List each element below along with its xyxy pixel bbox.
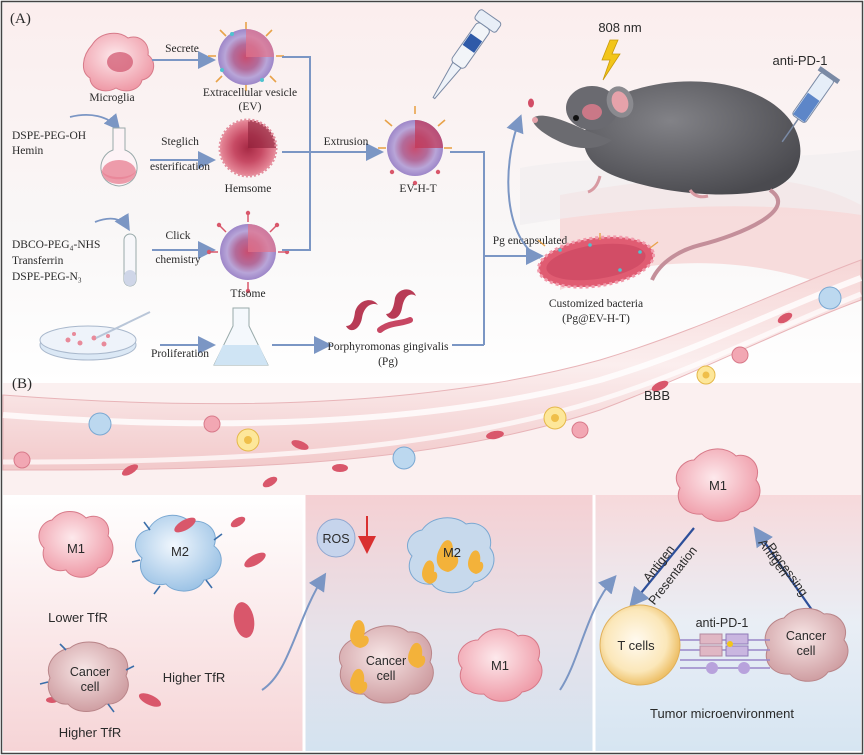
extracellular-vesicle (208, 22, 284, 91)
petri-dish-icon (39, 311, 151, 361)
tube-icon (123, 233, 137, 287)
cancer-mid-line1: Cancer (366, 654, 406, 668)
cancer-cell-left (39, 641, 135, 713)
cancer-left-line1: Cancer (70, 665, 110, 679)
reagents1-line2: Hemin (12, 145, 44, 157)
reagents2-line1: DBCO-PEG₄-NHS (12, 239, 100, 251)
higher-tfr-right-label: Higher TfR (163, 670, 226, 685)
vessel-cells (13, 286, 842, 488)
click-line2: chemistry (155, 254, 201, 266)
cancer-right-line2: cell (797, 644, 816, 658)
pg-label-line2: (Pg) (378, 356, 398, 368)
proliferation-label: Proliferation (151, 348, 209, 360)
t-cell (599, 604, 681, 686)
antigen-processing-arrow (753, 526, 813, 611)
custom-bacteria-line2: (Pg@EV-H-T) (562, 313, 630, 325)
evht-label: EV-H-T (399, 183, 436, 195)
reagent1-arrow (69, 113, 121, 131)
steglich-line2: esterification (150, 161, 210, 173)
cancer-cell-right (764, 608, 849, 682)
tfsome-label: Tfsome (230, 288, 265, 300)
tme-label: Tumor microenvironment (650, 706, 794, 721)
m1-cell-right (675, 448, 761, 522)
panel-b-label: (B) (12, 376, 32, 392)
ros-label: ROS (322, 532, 349, 546)
panel-a-label: (A) (10, 11, 31, 27)
reagents2-line3: DSPE-PEG-N₃ (12, 271, 82, 283)
m2-left-label: M2 (171, 544, 189, 559)
customized-bacteria (536, 233, 659, 289)
m2-cell-mid (407, 517, 495, 594)
m1-right-label: M1 (709, 478, 727, 493)
left-bacteria (46, 516, 266, 707)
m1-cell-left (38, 511, 114, 578)
click-line1: Click (166, 230, 191, 242)
cancer-right-line1: Cancer (786, 629, 826, 643)
porphyromonas-gingivalis (346, 289, 416, 333)
lower-tfr-label: Lower TfR (48, 610, 108, 625)
merge-bracket (282, 56, 311, 251)
microglia-cell (83, 32, 155, 92)
secrete-label: Secrete (165, 43, 199, 55)
lightning-icon (601, 39, 621, 81)
antipd1-bottom-label: anti-PD-1 (696, 616, 749, 630)
hemsome-label: Hemsome (225, 183, 272, 195)
evht-down-line (450, 151, 485, 345)
laser-label: 808 nm (598, 20, 641, 35)
ev-label-line1: Extracellular vesicle (203, 87, 297, 99)
pg-encapsulated-label: Pg encapsulated (493, 235, 568, 247)
administer-arrow (506, 114, 541, 259)
erlenmeyer-flask-icon (213, 307, 269, 366)
m1-left-label: M1 (67, 541, 85, 556)
flask-icon (100, 127, 138, 187)
m2-mid-label: M2 (443, 545, 461, 560)
ev-label-line2: (EV) (239, 101, 262, 113)
reagents1-line1: DSPE-PEG-OH (12, 130, 86, 142)
cancer-mid-line2: cell (377, 669, 396, 683)
cancer-left-line2: cell (81, 680, 100, 694)
hemsome (218, 118, 278, 178)
antigen-presentation-arrow (629, 527, 695, 608)
syringe-icon (781, 66, 841, 143)
extrusion-label: Extrusion (324, 136, 369, 148)
m1-cell-mid (457, 628, 543, 702)
pg-label-line1: Porphyromonas gingivalis (327, 341, 449, 353)
m1-mid-label: M1 (491, 658, 509, 673)
reagent2-arrow (94, 213, 130, 232)
m2-cell-left (131, 514, 223, 595)
mid-to-right-arrow (559, 574, 617, 691)
immune-synapse (680, 633, 770, 674)
ev-h-t-vesicle (378, 106, 452, 186)
steglich-line1: Steglich (161, 136, 199, 148)
left-to-mid-arrow (261, 572, 327, 691)
blood-vessel (2, 259, 863, 471)
custom-bacteria-line1: Customized bacteria (549, 298, 643, 310)
bbb-label: BBB (644, 388, 670, 403)
mouse (532, 81, 801, 281)
reagents2-line2: Transferrin (12, 255, 64, 267)
tcells-label: T cells (617, 638, 655, 653)
microglia-label: Microglia (89, 92, 134, 104)
ros-bubble (316, 518, 356, 558)
pipette-icon (432, 9, 534, 108)
cancer-cell-mid (338, 620, 434, 704)
tfsome (206, 210, 290, 294)
antipd1-top-label: anti-PD-1 (773, 53, 828, 68)
higher-tfr-bottom-label: Higher TfR (59, 725, 122, 740)
